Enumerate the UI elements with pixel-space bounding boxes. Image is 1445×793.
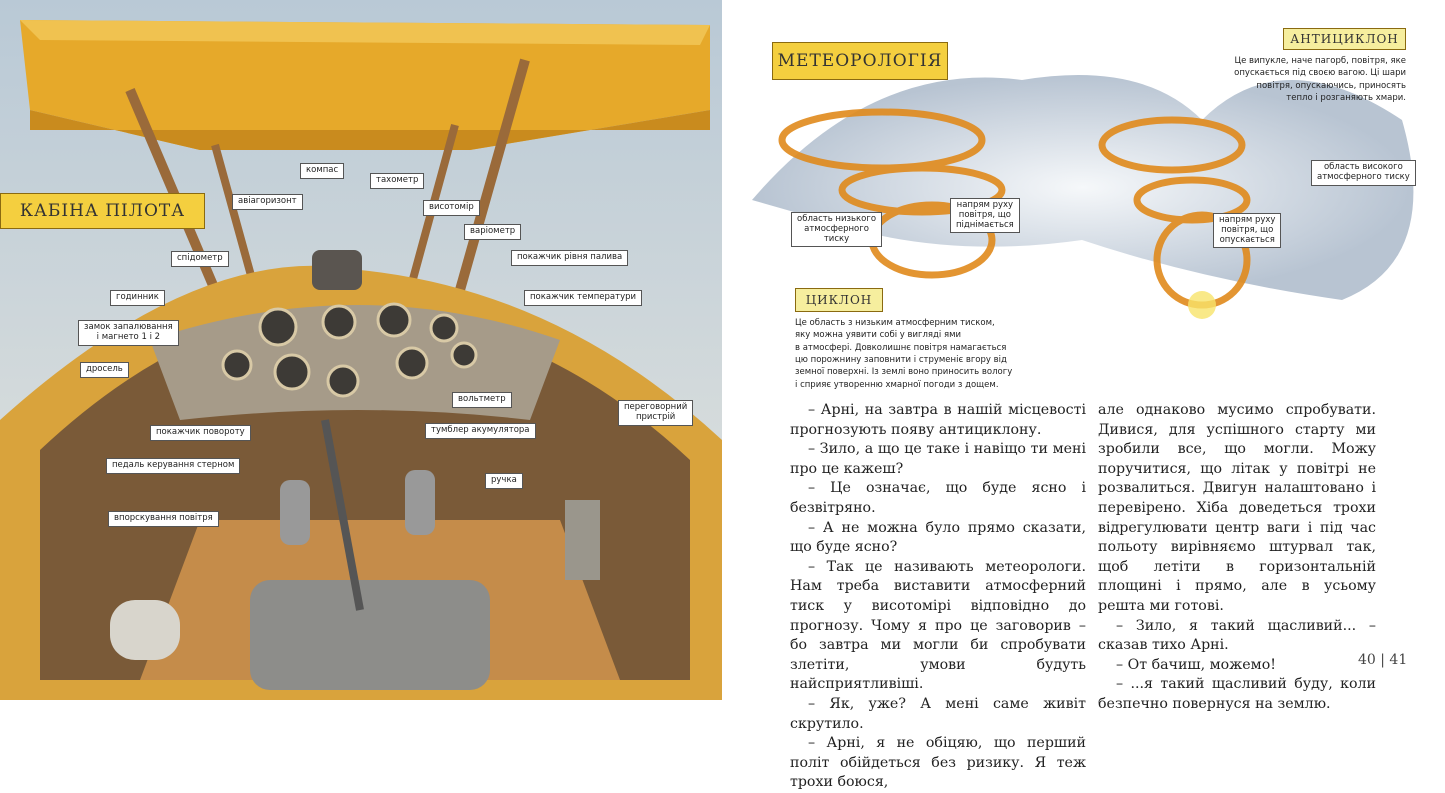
label-ignition-line2: і магнето 1 і 2 xyxy=(96,331,161,342)
paragraph: – Так це називають метеорологи. Нам треб… xyxy=(790,558,1086,693)
anticyclone-description: Це випукле, наче пагорб, повітря, яке оп… xyxy=(1212,55,1406,104)
anticyclone-line: повітря, опускаючись, приносять xyxy=(1256,80,1406,91)
anticyclone-title: АНТИЦИКЛОН xyxy=(1283,28,1406,50)
paragraph: – Арні, я не обіцяю, що перший політ обі… xyxy=(790,735,1086,791)
label-line: піднімається xyxy=(956,219,1014,230)
label-intercom-line1: переговорний xyxy=(624,402,688,412)
paragraph: – Арні, на завтра в нашій місцевості про… xyxy=(790,402,1086,438)
cockpit-illustration xyxy=(0,0,722,700)
paragraph: – Зило, а що це таке і навіщо ти мені пр… xyxy=(790,441,1086,477)
label-turn-indicator: покажчик повороту xyxy=(150,425,251,441)
paragraph: – А не можна було прямо сказати, що буде… xyxy=(790,519,1086,556)
paragraph: але однаково мусимо спробувати. Дивися, … xyxy=(1098,402,1376,614)
label-intercom-line2: пристрій xyxy=(635,411,676,422)
label-line: область високого xyxy=(1323,162,1403,172)
cyclone-line: і сприяє утворенню хмарної погоди з доще… xyxy=(795,379,999,390)
label-voltmeter: вольтметр xyxy=(452,392,512,408)
anticyclone-line: опускається під своєю вагою. Ці шари xyxy=(1234,68,1406,79)
label-air-injection: впорскування повітря xyxy=(108,511,219,527)
cyclone-line: цю порожнину заповнити і струменіє вгору… xyxy=(795,354,1007,365)
paragraph: – Зило, я такий щасливий... – сказав тих… xyxy=(1098,617,1376,654)
paragraph: – От бачиш, можемо! xyxy=(1116,656,1276,673)
left-page-cockpit: КАБІНА ПІЛОТА компас тахометр авіагоризо… xyxy=(0,0,722,700)
label-line: напрям руху xyxy=(1219,215,1276,225)
label-compass: компас xyxy=(300,163,345,179)
label-tachometer: тахометр xyxy=(370,173,425,189)
cockpit-title: КАБІНА ПІЛОТА xyxy=(0,193,205,229)
label-altimeter: висотомір xyxy=(423,200,480,216)
paragraph: – ...я такий щасливий буду, коли безпечн… xyxy=(1098,676,1376,712)
cyclone-line: в атмосфері. Довколишнє повітря намагаєт… xyxy=(795,342,1007,353)
label-variometer: варіометр xyxy=(464,224,522,240)
label-line: повітря, що xyxy=(1221,224,1274,235)
label-speedometer: спідометр xyxy=(171,251,229,267)
anticyclone-line: тепло і розганяють хмари. xyxy=(1286,92,1406,103)
label-line: область низького xyxy=(797,214,877,224)
cyclone-description: Це область з низьким атмосферним тиском,… xyxy=(795,317,1035,391)
label-stick: ручка xyxy=(485,473,523,489)
label-fuel-gauge: покажчик рівня палива xyxy=(511,250,629,266)
label-rudder-pedal: педаль керування стерном xyxy=(106,458,241,474)
right-page-meteorology: МЕТЕОРОЛОГІЯ АНТИЦИКЛОН Це випукле, наче… xyxy=(722,0,1445,790)
label-attitude-indicator: авіагоризонт xyxy=(232,194,303,210)
label-line: атмосферного xyxy=(804,223,869,234)
label-ignition-line1: замок запалювання xyxy=(84,322,173,332)
text-column-2: але однаково мусимо спробувати. Дивися, … xyxy=(1098,401,1376,715)
label-temperature-gauge: покажчик температури xyxy=(524,290,643,306)
label-line: напрям руху xyxy=(956,200,1014,210)
cyclone-line: земної поверхні. Із землі воно приносить… xyxy=(795,367,1013,378)
label-line: тиску xyxy=(823,233,850,244)
paragraph: – Як, уже? А мені саме живіт скрутило. xyxy=(790,695,1086,732)
page-numbers: 40 | 41 xyxy=(1358,652,1408,668)
label-line: повітря, що xyxy=(958,209,1011,220)
text-column-1: – Арні, на завтра в нашій місцевості про… xyxy=(790,401,1086,793)
anticyclone-line: Це випукле, наче пагорб, повітря, яке xyxy=(1234,56,1406,66)
label-line: опускається xyxy=(1219,234,1275,245)
paragraph: – Це означає, що буде ясно і безвітряно. xyxy=(790,480,1086,516)
meteorology-title: МЕТЕОРОЛОГІЯ xyxy=(772,42,948,80)
cyclone-line: Це область з низьким атмосферним тиском, xyxy=(795,318,995,328)
label-throttle: дросель xyxy=(80,362,129,378)
label-clock: годинник xyxy=(110,290,165,306)
label-battery-switch: тумблер акумулятора xyxy=(425,423,536,439)
label-line: атмосферного тиску xyxy=(1317,171,1410,182)
cyclone-line: яку можна уявити собі у вигляді ями xyxy=(795,330,962,341)
cyclone-title: ЦИКЛОН xyxy=(795,288,883,312)
